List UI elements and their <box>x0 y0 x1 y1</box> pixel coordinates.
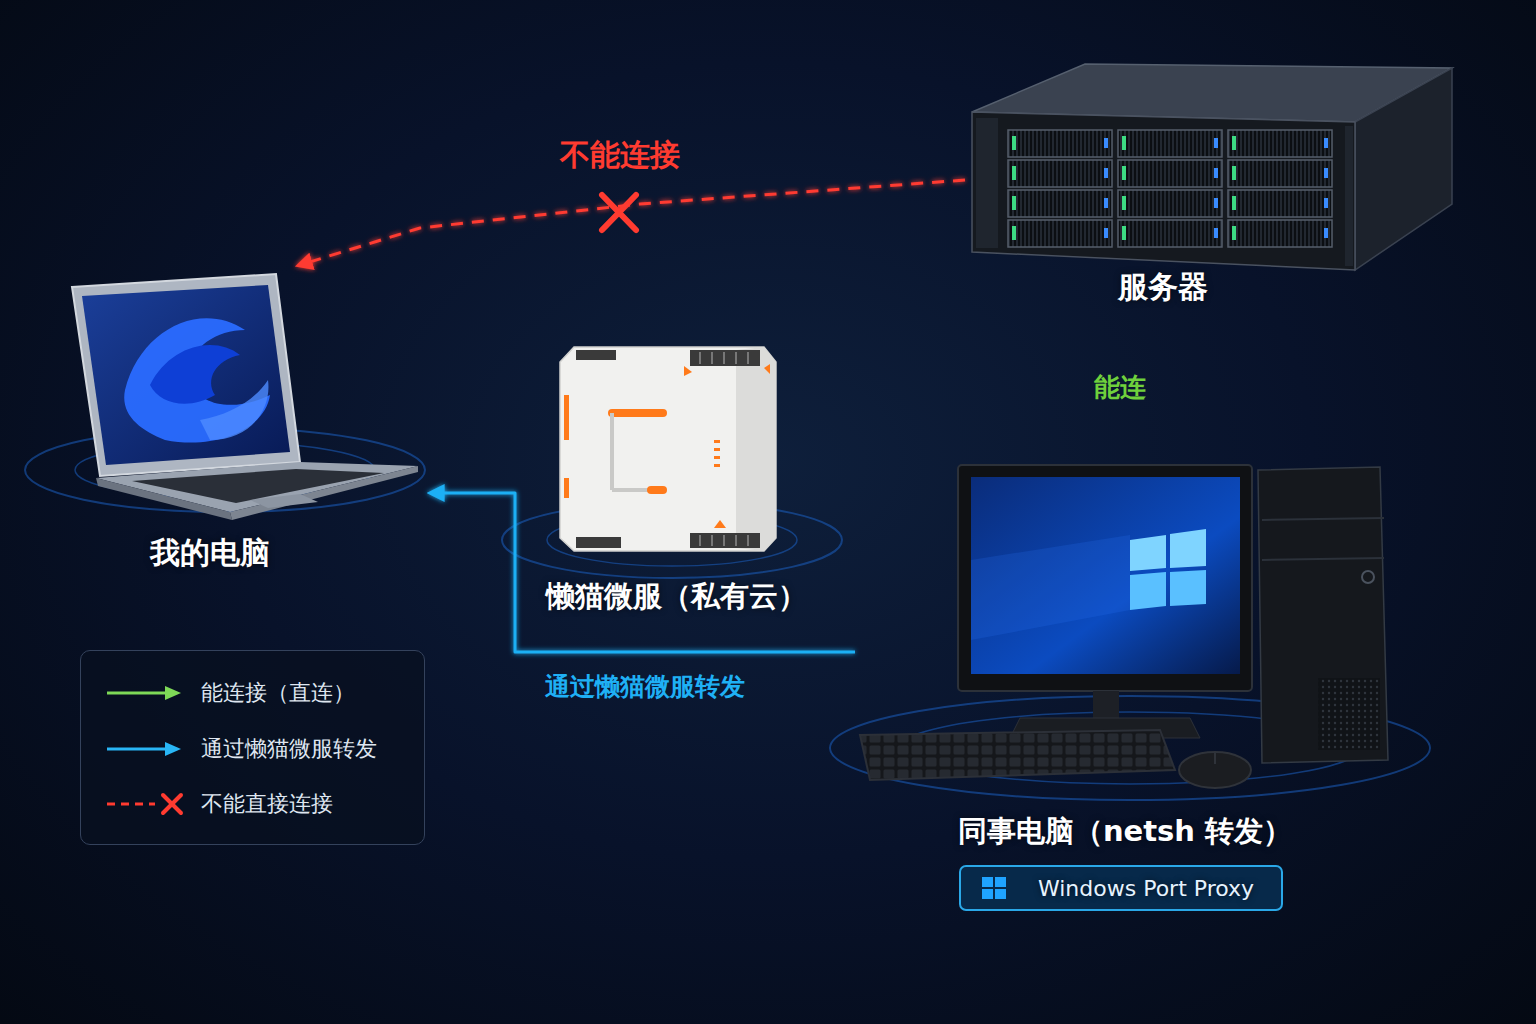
badge-text: Windows Port Proxy <box>1038 876 1254 901</box>
blocked-cross <box>602 195 636 230</box>
legend-cross <box>163 795 181 813</box>
connector <box>432 493 855 652</box>
node-label: 懒猫微服（私有云） <box>546 577 807 617</box>
server-node: 服务器 <box>965 58 1460 308</box>
legend-sample <box>105 681 185 705</box>
laptop-node: 我的电脑 <box>60 265 432 575</box>
legend-arrow-head <box>165 742 181 756</box>
private-cloud-node: 懒猫微服（私有云） <box>535 338 825 618</box>
server-illustration <box>972 64 1452 270</box>
colleague-pc-node: 同事电脑（netsh 转发） Windows Port Proxy <box>855 460 1390 920</box>
legend-text: 能连接（直连） <box>201 678 355 708</box>
connector <box>825 599 855 602</box>
node-label: 服务器 <box>1118 267 1208 308</box>
legend-line <box>107 803 155 806</box>
legend-sample <box>105 792 185 816</box>
legend-arrow-head <box>165 686 181 700</box>
connector <box>300 180 965 265</box>
node-label: 同事电脑（netsh 转发） <box>958 812 1292 852</box>
legend-box: 能连接（直连） 通过懒猫微服转发不能直接连接 <box>80 650 425 845</box>
desktop-pc-illustration <box>860 465 1388 788</box>
legend-text: 通过懒猫微服转发 <box>201 734 377 764</box>
laptop-illustration <box>72 274 418 520</box>
node-label: 我的电脑 <box>150 533 270 574</box>
legend-cross <box>163 795 181 813</box>
legend-text: 不能直接连接 <box>201 789 333 819</box>
legend-line <box>107 748 167 751</box>
legend-line <box>107 692 167 695</box>
edge-label: 能连 <box>1094 370 1146 405</box>
edge-label: 通过懒猫微服转发 <box>545 670 745 703</box>
lazycat-box-illustration <box>560 347 776 551</box>
connector <box>1067 308 1070 460</box>
edge-label: 不能连接 <box>560 135 680 176</box>
legend-sample <box>105 737 185 761</box>
windows-badge <box>960 866 1282 910</box>
